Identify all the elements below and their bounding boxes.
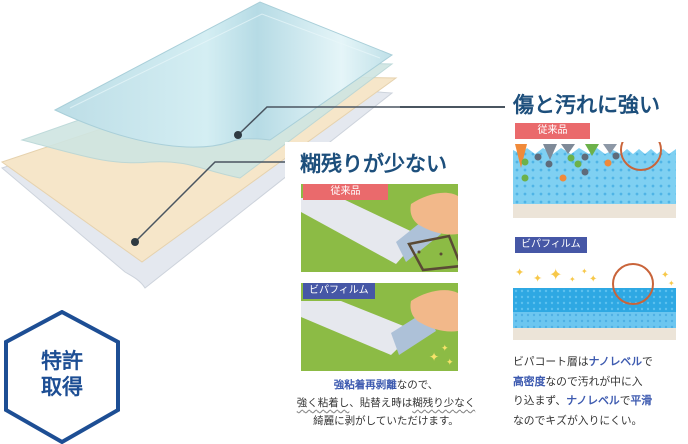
scratch-conventional-tag: 従来品 [515, 123, 590, 139]
svg-text:✦: ✦ [429, 350, 439, 364]
scratch-bipa-tag: ビパフィルム [515, 237, 587, 253]
callout-line-top [237, 106, 400, 136]
scratch-description: ビパコート層はナノレベルで 高密度なので汚れが中に入 り込まず、ナノレベルで平滑… [513, 355, 653, 427]
residue-conventional-tag: 従来品 [303, 184, 388, 200]
svg-text:✦: ✦ [581, 267, 588, 276]
residue-caption: 強粘着再剥離なので、 強く粘着し、貼替え時は糊残り少なく 綺麗に剥がしていただけ… [296, 379, 476, 427]
svg-text:✦: ✦ [569, 275, 576, 284]
svg-text:✦: ✦ [549, 265, 562, 284]
patent-badge-line1: 特許 [41, 349, 83, 373]
conventional-surface-illustration [513, 129, 676, 218]
svg-text:✦: ✦ [441, 344, 449, 354]
svg-text:✦: ✦ [668, 279, 675, 288]
callout-line-adhesive [134, 161, 290, 243]
svg-text:✦: ✦ [446, 358, 454, 368]
svg-text:✦: ✦ [515, 266, 524, 279]
callout-line-extension [400, 106, 505, 108]
bipa-surface-illustration: ✦ ✦ ✦ ✦ ✦ ✦ ✦ ✦ [513, 258, 676, 340]
patent-badge-line2: 取得 [41, 375, 83, 399]
svg-text:✦: ✦ [589, 274, 597, 285]
svg-text:✦: ✦ [533, 272, 542, 285]
residue-bipa-tag: ビパフィルム [303, 283, 375, 299]
film-layers-illustration [0, 1, 400, 289]
residue-section-title: 糊残りが少ない [300, 152, 447, 176]
scratch-section-title: 傷と汚れに強い [513, 93, 660, 117]
patent-badge: 特許 取得 [2, 310, 122, 444]
svg-text:✦: ✦ [661, 270, 669, 281]
hexagon-icon [4, 310, 120, 444]
top-film-layer [53, 1, 394, 148]
